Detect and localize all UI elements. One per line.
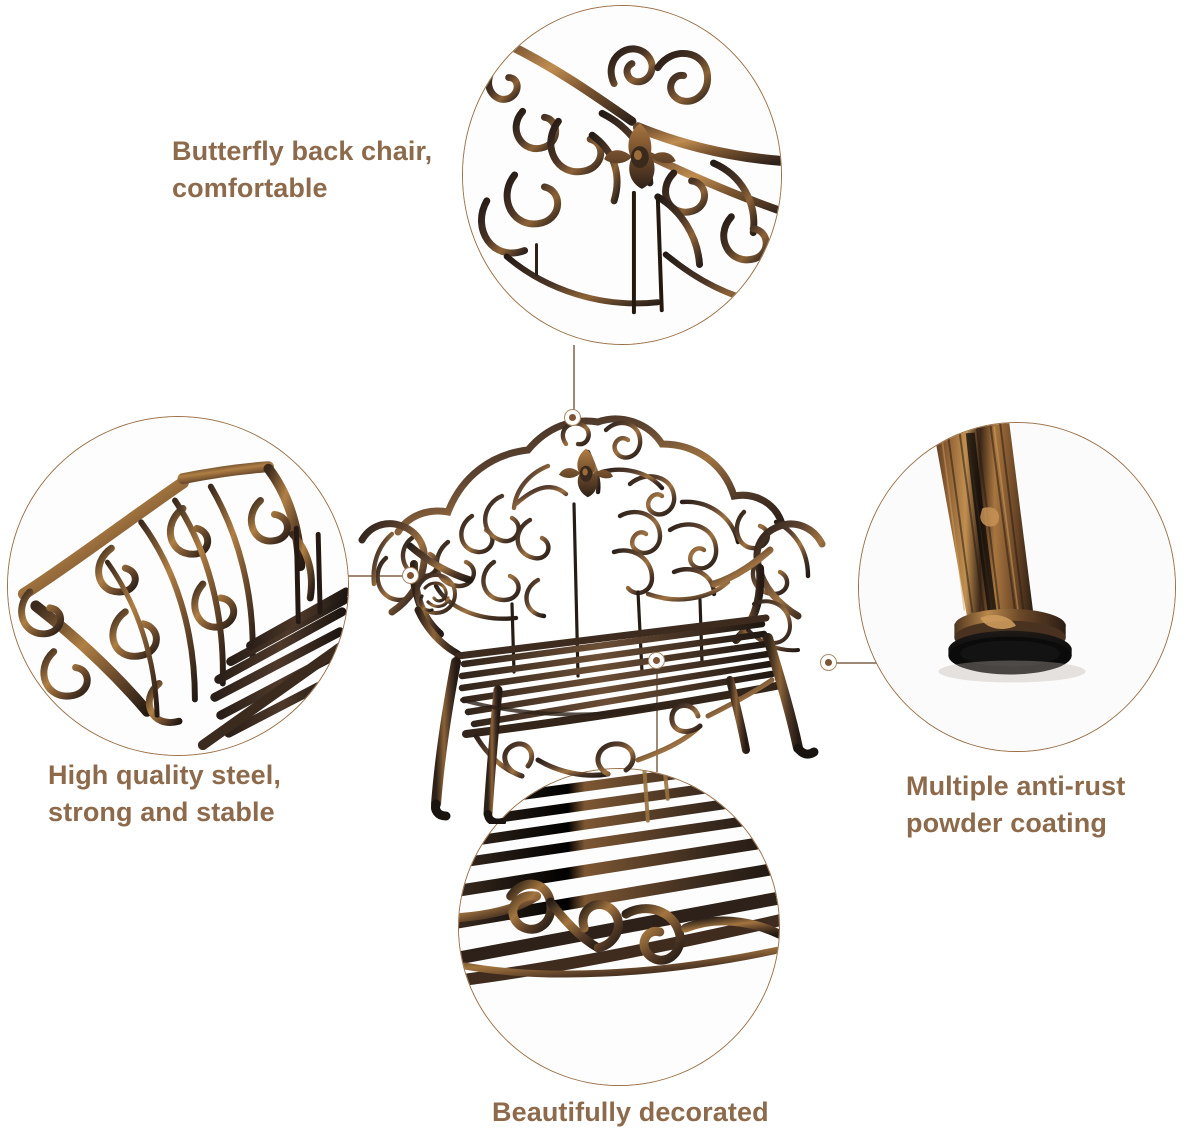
callout-anti-rust-coating [858, 422, 1176, 752]
connector-dot-left [402, 567, 419, 584]
connector-dot-bottom [648, 652, 665, 669]
feature-label-anti-rust-coating: Multiple anti-rust powder coating [906, 771, 1126, 839]
connector-dot-top [564, 409, 581, 426]
feature-label-high-quality-steel: High quality steel, strong and stable [48, 760, 281, 828]
product-hero-bench [352, 404, 852, 824]
connector-dot-right [820, 654, 837, 671]
callout-butterfly-back [462, 5, 782, 345]
feature-label-butterfly-back: Butterfly back chair, comfortable [172, 136, 433, 204]
connector-line-bottom [656, 660, 658, 772]
connector-line-top [573, 345, 575, 417]
callout-high-quality-steel [7, 416, 349, 756]
connector-line-left [330, 575, 410, 577]
callout-beautifully-decorated [458, 768, 780, 1086]
feature-label-beautifully-decorated: Beautifully decorated [492, 1097, 769, 1127]
